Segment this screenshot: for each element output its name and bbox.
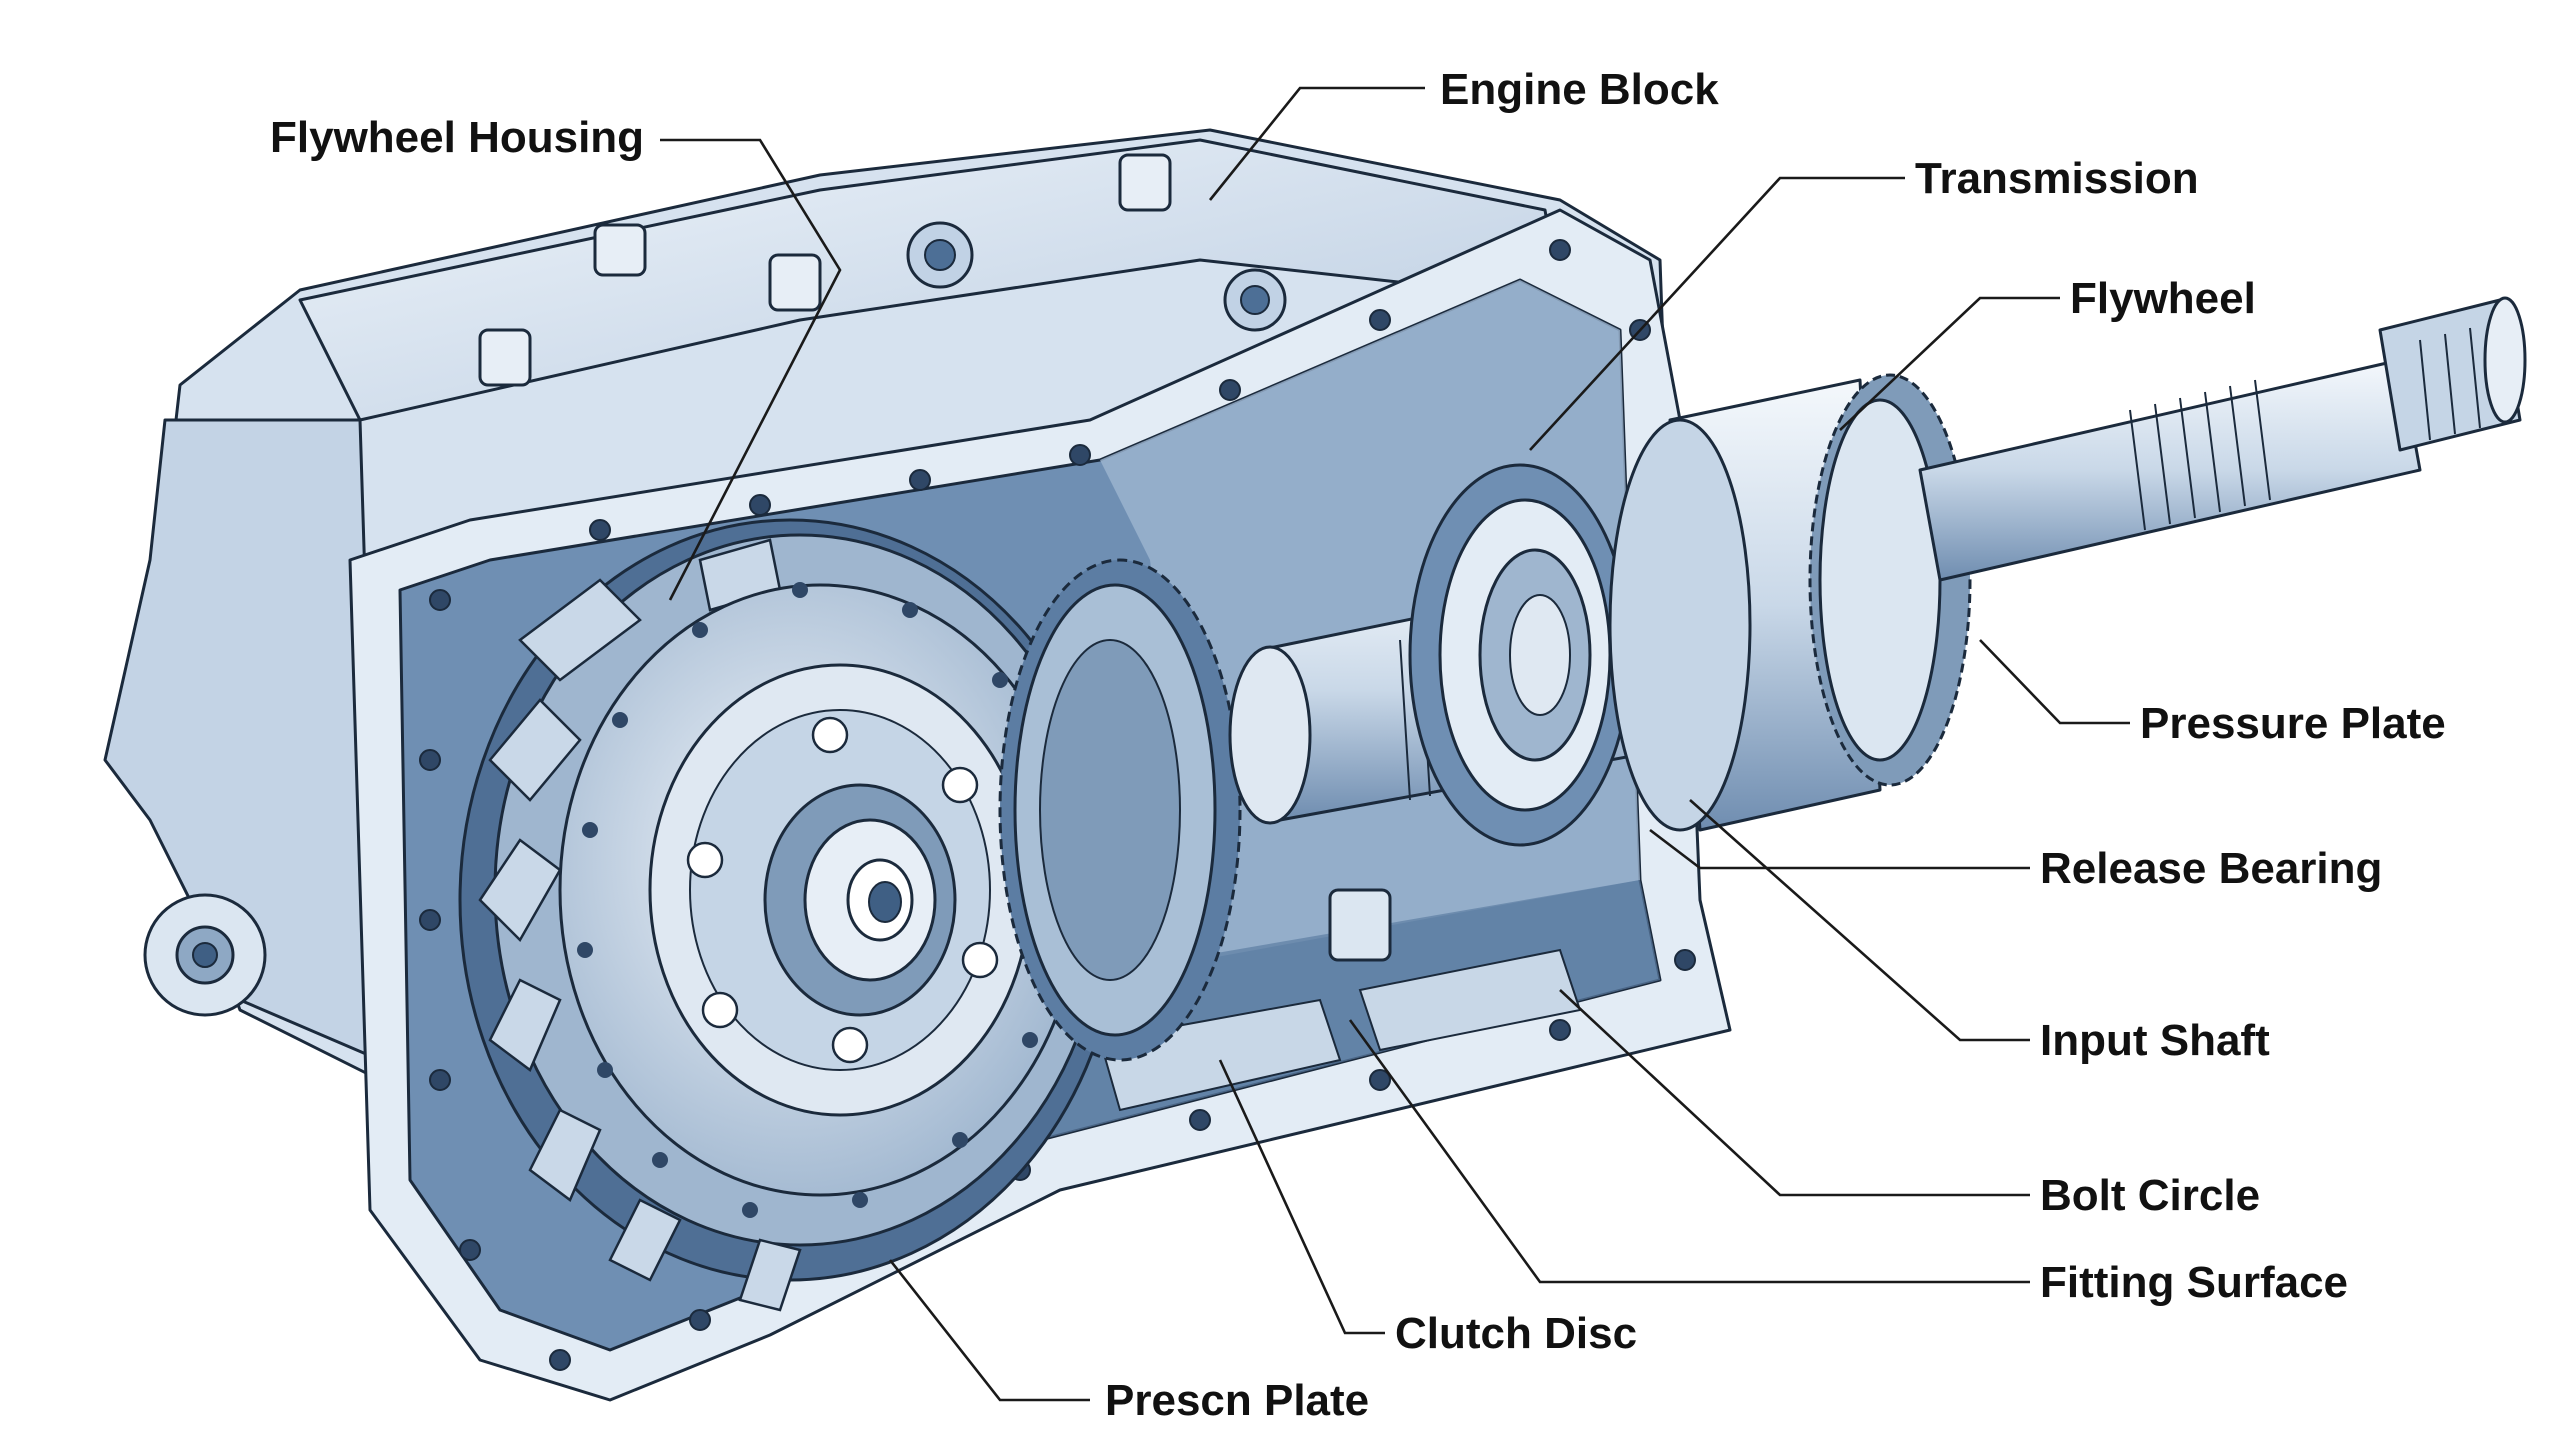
label-flywheel: Flywheel [2070,274,2256,323]
label-pressure-plate: Pressure Plate [2140,699,2446,748]
label-bolt-circle: Bolt Circle [2040,1171,2260,1220]
label-release-bearing: Release Bearing [2040,844,2382,893]
label-prescn-plate: Prescn Plate [1105,1376,1369,1425]
callout-labels: Engine Block Flywheel Housing Transmissi… [270,65,2446,1425]
label-engine-block: Engine Block [1440,65,1719,114]
leader-lines [660,86,2130,1402]
release-bearing [1408,463,1632,847]
label-transmission: Transmission [1915,154,2199,203]
label-clutch-disc: Clutch Disc [1395,1309,1637,1358]
output-shaft [1918,296,2527,582]
hub-holes [686,716,999,1064]
clutch-disc-gear [998,558,1242,1062]
label-flywheel-housing: Flywheel Housing [270,113,644,162]
top-bolts [478,153,1287,387]
label-input-shaft: Input Shaft [2040,1016,2270,1065]
label-fitting-surface: Fitting Surface [2040,1258,2348,1307]
pressure-plate-assembly [458,518,1122,1312]
side-boss [143,893,267,1017]
output-splines [2129,327,2481,531]
transmission-housing [1608,373,1972,832]
